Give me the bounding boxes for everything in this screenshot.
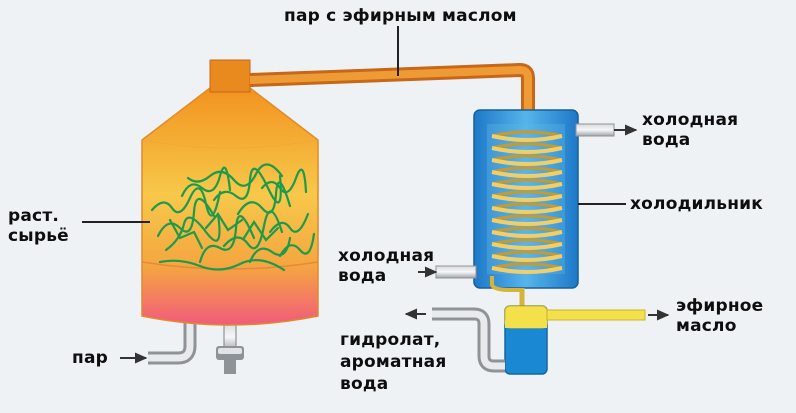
coil-turn-back — [491, 214, 563, 222]
coil-turn-front — [491, 230, 563, 238]
essential-oil-label-line1: эфирное — [676, 296, 764, 316]
coil-turn-front — [491, 146, 563, 154]
coil-turn-back — [491, 166, 563, 174]
cold-water-inlet — [418, 265, 477, 279]
raw-material-label-line1: раст. — [8, 206, 60, 226]
cold-water-in-label-line2: вода — [338, 266, 387, 286]
coil-turn-back — [491, 142, 563, 150]
coil-turn-front — [491, 134, 563, 142]
coil-turn-back — [491, 190, 563, 198]
coil-turn-back — [491, 178, 563, 186]
coil-turn-back — [491, 250, 563, 258]
hydrolate-outlet — [404, 307, 505, 373]
coil-turn-front — [491, 194, 563, 202]
oil-outlet — [546, 309, 670, 321]
coil-turn-front — [491, 242, 563, 250]
cold-water-out-label-line1: холодная — [642, 110, 739, 130]
coil-turn-back — [491, 262, 563, 270]
cold-water-outlet — [575, 123, 638, 137]
coil-turn-back — [491, 154, 563, 162]
steam-inlet-pipe — [120, 320, 197, 365]
raw-material-label-line2: сырьё — [8, 226, 69, 246]
vapor-pipe — [209, 59, 535, 128]
condenser-coil — [490, 130, 563, 292]
still-vessel — [141, 87, 319, 326]
cold-water-out-label-line2: вода — [642, 130, 691, 150]
plant-material — [150, 163, 316, 272]
coil-turn-back — [491, 202, 563, 210]
coil-turn-back — [491, 130, 563, 138]
essential-oil-label-line2: масло — [676, 316, 737, 336]
cold-water-in-label-line1: холодная — [338, 246, 435, 266]
leader-lines — [82, 26, 626, 223]
coil-turn-front — [491, 158, 563, 166]
vapor-label: пар с эфирным маслом — [284, 6, 517, 26]
separator — [504, 288, 548, 375]
hydrolate-label-line1: гидролат, — [340, 330, 441, 350]
coil-turn-front — [491, 182, 563, 190]
condenser-label: холодильник — [630, 194, 764, 214]
coil-turn-back — [491, 226, 563, 234]
hydrolate-label-line3: вода — [340, 374, 389, 394]
coil-turn-front — [491, 218, 563, 226]
coil-turn-back — [491, 238, 563, 246]
drain-valve — [216, 321, 244, 374]
coil-turn-front — [491, 266, 563, 274]
coil-turn-front — [491, 254, 563, 262]
steam-label: пар — [72, 348, 108, 368]
coil-outlet — [490, 276, 524, 292]
coil-turn-front — [491, 170, 563, 178]
hydrolate-label-line2: ароматная — [340, 352, 447, 372]
coil-turn-front — [491, 206, 563, 214]
